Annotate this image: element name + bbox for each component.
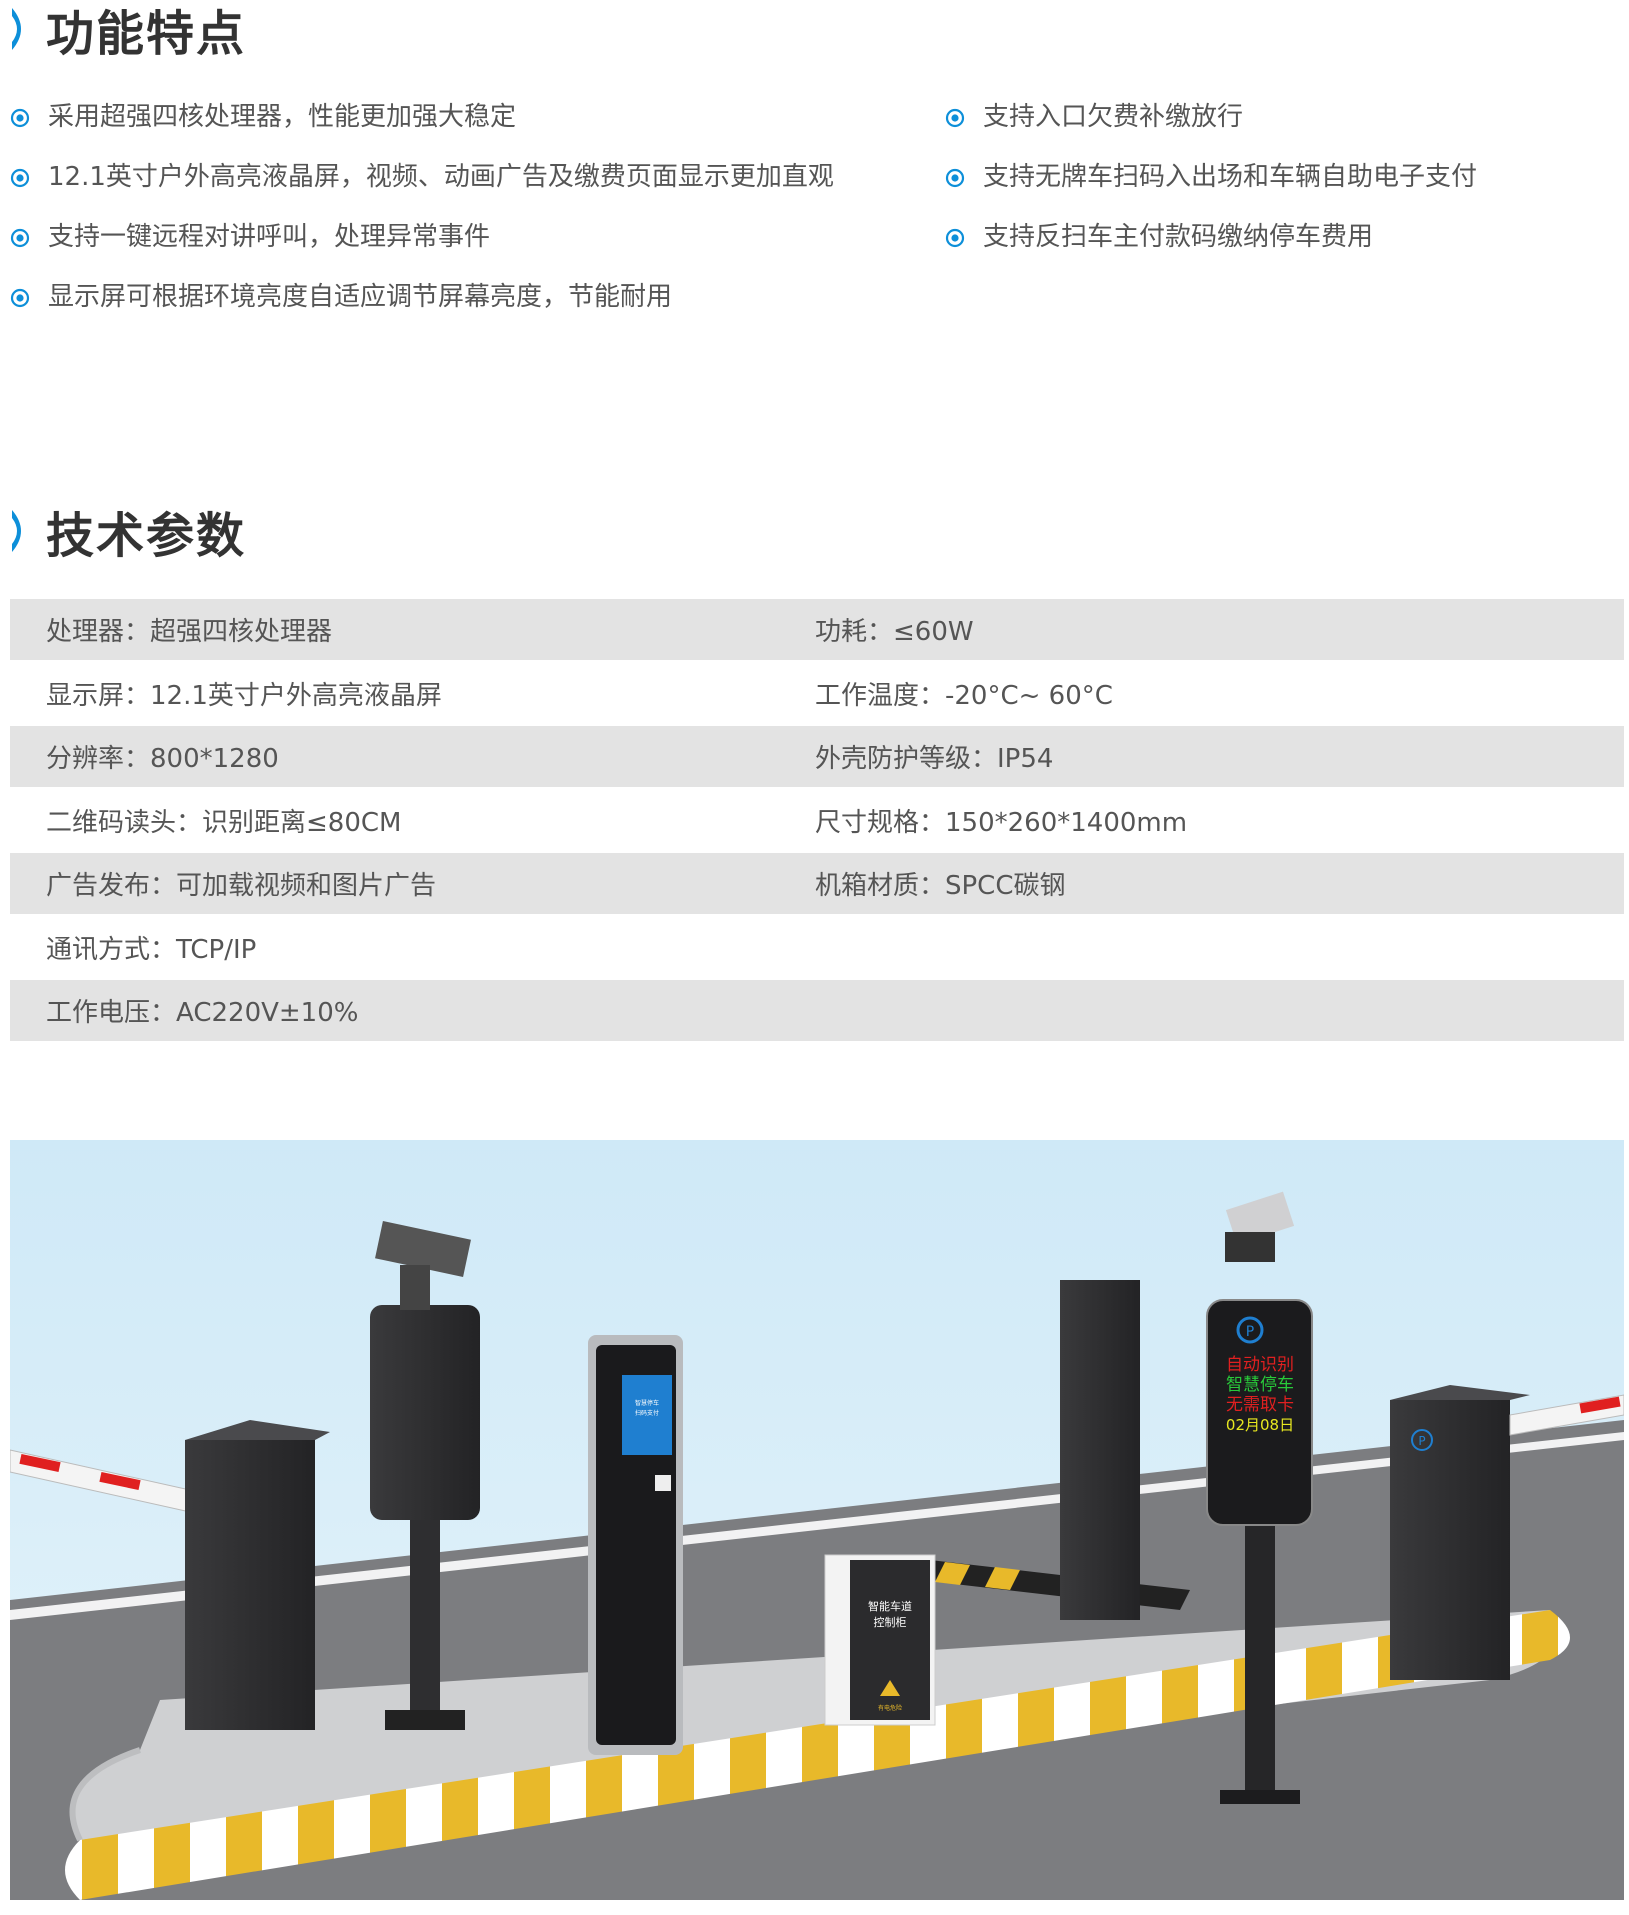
kiosk-screen-text-1: 智慧停车 <box>635 1399 659 1407</box>
features-title: 功能特点 <box>46 6 247 62</box>
bullet-icon <box>945 165 965 187</box>
section-header-features: 功能特点 <box>0 0 246 62</box>
spec-row: 通讯方式：TCP/IP <box>10 917 1624 978</box>
parking-sign: P <box>1246 1324 1254 1340</box>
bullet-icon <box>10 105 30 127</box>
feature-text: 显示屏可根据环境亮度自适应调节屏幕亮度，节能耐用 <box>48 282 673 312</box>
spec-cell-right: 外壳防护等级：IP54 <box>815 744 1054 774</box>
spec-cell-left: 广告发布：可加载视频和图片广告 <box>46 871 437 901</box>
spec-row: 显示屏：12.1英寸户外高亮液晶屏 工作温度：-20°C~ 60°C <box>10 663 1624 724</box>
product-scene-image: 智慧停车 扫码支付 智能车道 控制柜 有电危险 P 自动识别 智慧停车 无需取卡… <box>10 1140 1624 1900</box>
spec-row: 二维码读头：识别距离≤80CM 尺寸规格：150*260*1400mm <box>10 790 1624 851</box>
specs-title: 技术参数 <box>46 508 247 564</box>
spec-cell-left: 分辨率：800*1280 <box>46 744 279 774</box>
feature-item: 12.1英寸户外高亮液晶屏，视频、动画广告及缴费页面显示更加直观 <box>10 156 834 193</box>
spec-cell-right: 工作温度：-20°C~ 60°C <box>815 680 1113 711</box>
feature-text: 支持反扫车主付款码缴纳停车费用 <box>983 222 1374 252</box>
spec-cell-right: 功耗：≤60W <box>815 617 974 647</box>
kiosk-screen-text-2: 扫码支付 <box>635 1409 659 1417</box>
bullet-icon <box>10 225 30 247</box>
bullet-icon <box>10 165 30 187</box>
display-line-3: 无需取卡 <box>1226 1395 1294 1415</box>
cabinet-label-2: 控制柜 <box>874 1615 907 1629</box>
section-header-specs: 技术参数 <box>0 502 246 564</box>
section-marker-icon <box>12 8 21 50</box>
display-line-4: 02月08日 <box>1226 1416 1294 1434</box>
bullet-icon <box>945 225 965 247</box>
spec-cell-left: 二维码读头：识别距离≤80CM <box>46 807 402 838</box>
feature-text: 12.1英寸户外高亮液晶屏，视频、动画广告及缴费页面显示更加直观 <box>48 162 834 192</box>
cabinet-label-1: 智能车道 <box>868 1599 912 1613</box>
feature-item: 采用超强四核处理器，性能更加强大稳定 <box>10 96 516 133</box>
feature-text: 支持一键远程对讲呼叫，处理异常事件 <box>48 222 491 252</box>
feature-text: 采用超强四核处理器，性能更加强大稳定 <box>48 102 517 132</box>
spec-row: 广告发布：可加载视频和图片广告 机箱材质：SPCC碳钢 <box>10 853 1624 914</box>
feature-item: 支持一键远程对讲呼叫，处理异常事件 <box>10 216 490 253</box>
display-line-2: 智慧停车 <box>1226 1375 1294 1395</box>
display-line-1: 自动识别 <box>1226 1355 1294 1375</box>
feature-item: 支持无牌车扫码入出场和车辆自助电子支付 <box>945 156 1477 193</box>
spec-row: 处理器：超强四核处理器 功耗：≤60W <box>10 599 1624 660</box>
spec-row: 工作电压：AC220V±10% <box>10 980 1624 1041</box>
spec-cell-left: 显示屏：12.1英寸户外高亮液晶屏 <box>46 680 442 711</box>
feature-item: 显示屏可根据环境亮度自适应调节屏幕亮度，节能耐用 <box>10 276 672 313</box>
feature-text: 支持入口欠费补缴放行 <box>983 102 1244 132</box>
bullet-icon <box>945 105 965 127</box>
feature-item: 支持反扫车主付款码缴纳停车费用 <box>945 216 1373 253</box>
spec-cell-right: 机箱材质：SPCC碳钢 <box>815 871 1066 901</box>
spec-cell-right: 尺寸规格：150*260*1400mm <box>815 807 1188 838</box>
feature-item: 支持入口欠费补缴放行 <box>945 96 1243 133</box>
section-marker-icon <box>12 510 21 552</box>
bullet-icon <box>10 285 30 307</box>
feature-text: 支持无牌车扫码入出场和车辆自助电子支付 <box>983 162 1478 192</box>
spec-cell-left: 工作电压：AC220V±10% <box>46 998 359 1028</box>
cabinet-warning: 有电危险 <box>878 1704 902 1712</box>
parking-sign-right: P <box>1418 1434 1425 1448</box>
spec-cell-left: 处理器：超强四核处理器 <box>46 617 333 647</box>
spec-cell-left: 通讯方式：TCP/IP <box>46 934 257 965</box>
spec-row: 分辨率：800*1280 外壳防护等级：IP54 <box>10 726 1624 787</box>
